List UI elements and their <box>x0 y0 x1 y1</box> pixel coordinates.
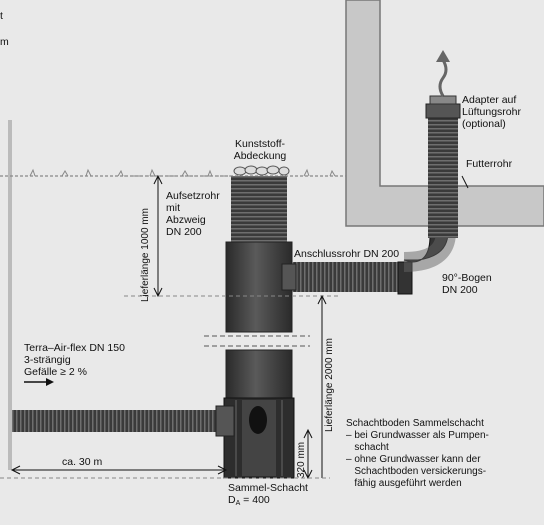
aufsetzrohr-label: Aufsetzrohr mit Abzweig DN 200 <box>166 190 220 238</box>
bogen-label: 90°-Bogen DN 200 <box>442 272 492 296</box>
dimension-2000 <box>317 294 327 478</box>
sammel-schacht-label: Sammel-Schacht DA = 400 <box>228 482 308 510</box>
anschlussrohr-pipe <box>292 262 404 292</box>
air-arrow <box>438 59 448 97</box>
building-wall <box>345 0 544 227</box>
edge-fragment-1: t <box>0 10 3 22</box>
aufsetzrohr-pipe <box>231 176 287 242</box>
cover-stones <box>233 165 290 176</box>
edge-fragment-2: m <box>0 36 9 48</box>
schachtboden-label: Schachtboden Sammelschacht – bei Grundwa… <box>346 418 489 489</box>
lower-shaft <box>225 349 293 399</box>
ground-line <box>0 168 346 177</box>
futterrohr-pipe <box>428 118 458 238</box>
dimension-1000 <box>153 174 163 298</box>
lieferlaenge-2000-label: Lieferlänge 2000 mm <box>324 338 335 432</box>
lieferlaenge-1000-label: Lieferlänge 1000 mm <box>140 208 151 302</box>
futterrohr-leader <box>461 175 469 189</box>
ca-30m-label: ca. 30 m <box>62 456 103 468</box>
shaft-separation <box>204 334 310 348</box>
adapter-label: Adapter auf Lüftungsrohr (optional) <box>462 94 521 130</box>
mm-320-label: 320 mm <box>296 441 307 478</box>
dimension-30m <box>10 465 228 475</box>
shaft-body <box>225 241 293 333</box>
adapter <box>425 103 461 119</box>
terra-air-label: Terra–Air-flex DN 150 3-strängig Gefälle… <box>24 342 125 378</box>
terra-air-pipe <box>12 410 224 432</box>
anschlussrohr-label: Anschlussrohr DN 200 <box>294 248 400 260</box>
da-label: DA = 400 <box>228 494 270 507</box>
futterrohr-label: Futterrohr <box>466 158 513 170</box>
kunststoff-abdeckung-label: Kunststoff- Abdeckung <box>233 138 287 162</box>
